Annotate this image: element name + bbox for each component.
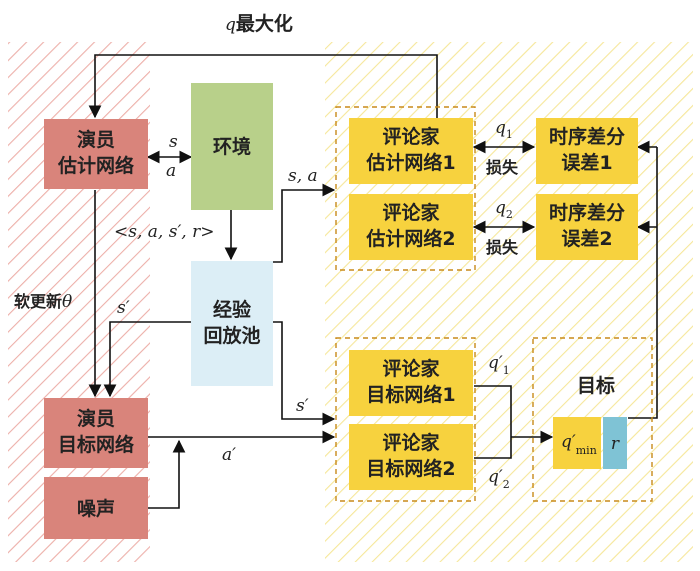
s-prime-critic-arrow [272, 321, 336, 426]
connectors [88, 54, 658, 509]
svg-text:噪声: 噪声 [77, 497, 115, 520]
critic-estimate-network-1: 评论家 估计网络1 [349, 118, 473, 184]
loss2-text: 损失 [486, 238, 519, 257]
target-group [532, 337, 653, 502]
edge-label-s-a: s, a [288, 166, 318, 186]
svg-text:环境: 环境 [213, 135, 251, 158]
top-label: q最大化 [225, 12, 293, 35]
q2-prime-line [474, 437, 512, 459]
noise-arrow [148, 439, 186, 509]
svg-text:时序差分: 时序差分 [549, 201, 625, 224]
svg-text:目标网络1: 目标网络1 [366, 383, 455, 406]
environment: 环境 [191, 83, 273, 210]
edge-label-a: a [166, 161, 176, 181]
svg-text:时序差分: 时序差分 [549, 125, 625, 148]
s-prime-actor-arrow [103, 321, 191, 398]
svg-text:r: r [611, 434, 620, 454]
edge-label-a-prime: a′ [222, 445, 236, 465]
loss2-q-label: q2 [495, 198, 513, 221]
svg-text:目标网络2: 目标网络2 [366, 457, 455, 480]
svg-text:估计网络: 估计网络 [57, 154, 134, 177]
edge-label-s-prime-replay: s′ [117, 298, 130, 318]
svg-text:评论家: 评论家 [382, 125, 440, 148]
edge-label-s: s [169, 132, 178, 152]
td-error-1: 时序差分 误差1 [536, 118, 638, 184]
critic-target-network-1: 评论家 目标网络1 [349, 350, 473, 416]
svg-text:回放池: 回放池 [203, 324, 260, 347]
svg-text:误差1: 误差1 [561, 151, 612, 174]
svg-text:估计网络2: 估计网络2 [365, 227, 455, 250]
svg-text:目标网络: 目标网络 [58, 433, 134, 456]
actor-target-network: 演员 目标网络 [44, 398, 148, 468]
critic-target-group [335, 337, 476, 502]
svg-text:演员: 演员 [77, 407, 115, 430]
svg-text:误差2: 误差2 [561, 227, 612, 250]
target-td-line [628, 147, 658, 419]
noise: 噪声 [44, 477, 148, 539]
sa-arrow [272, 183, 336, 263]
critic-target-network-2: 评论家 目标网络2 [349, 424, 473, 490]
svg-text:估计网络1: 估计网络1 [365, 151, 455, 174]
svg-text:评论家: 评论家 [382, 201, 440, 224]
edge-label-s-prime-critic: s′ [296, 396, 309, 416]
loss1-q-label: q1 [495, 118, 513, 141]
svg-text:评论家: 评论家 [382, 357, 440, 380]
critic-estimate-network-2: 评论家 估计网络2 [349, 194, 473, 260]
svg-text:评论家: 评论家 [382, 431, 440, 454]
actor-estimate-network: 演员 估计网络 [44, 119, 148, 189]
svg-text:经验: 经验 [213, 298, 252, 321]
loss1-text: 损失 [486, 158, 519, 177]
td-error-2: 时序差分 误差2 [536, 194, 638, 260]
soft-update-label: 软更新θ [14, 292, 72, 312]
reward-box: r [603, 417, 627, 469]
svg-text:演员: 演员 [77, 128, 115, 151]
target-title: 目标 [577, 375, 615, 397]
q1-prime-line [474, 385, 512, 437]
q1-prime-label: q′1 [488, 353, 510, 377]
edge-label-transition: <s, a, s′, r> [114, 222, 214, 242]
q-maximize-arrow [88, 54, 438, 119]
replay-buffer: 经验 回放池 [191, 261, 273, 386]
qmin-box: q′min [553, 417, 601, 469]
svg-text:q′min: q′min [561, 432, 597, 457]
critic-estimate-group [335, 106, 476, 271]
q2-prime-label: q′2 [488, 467, 510, 491]
